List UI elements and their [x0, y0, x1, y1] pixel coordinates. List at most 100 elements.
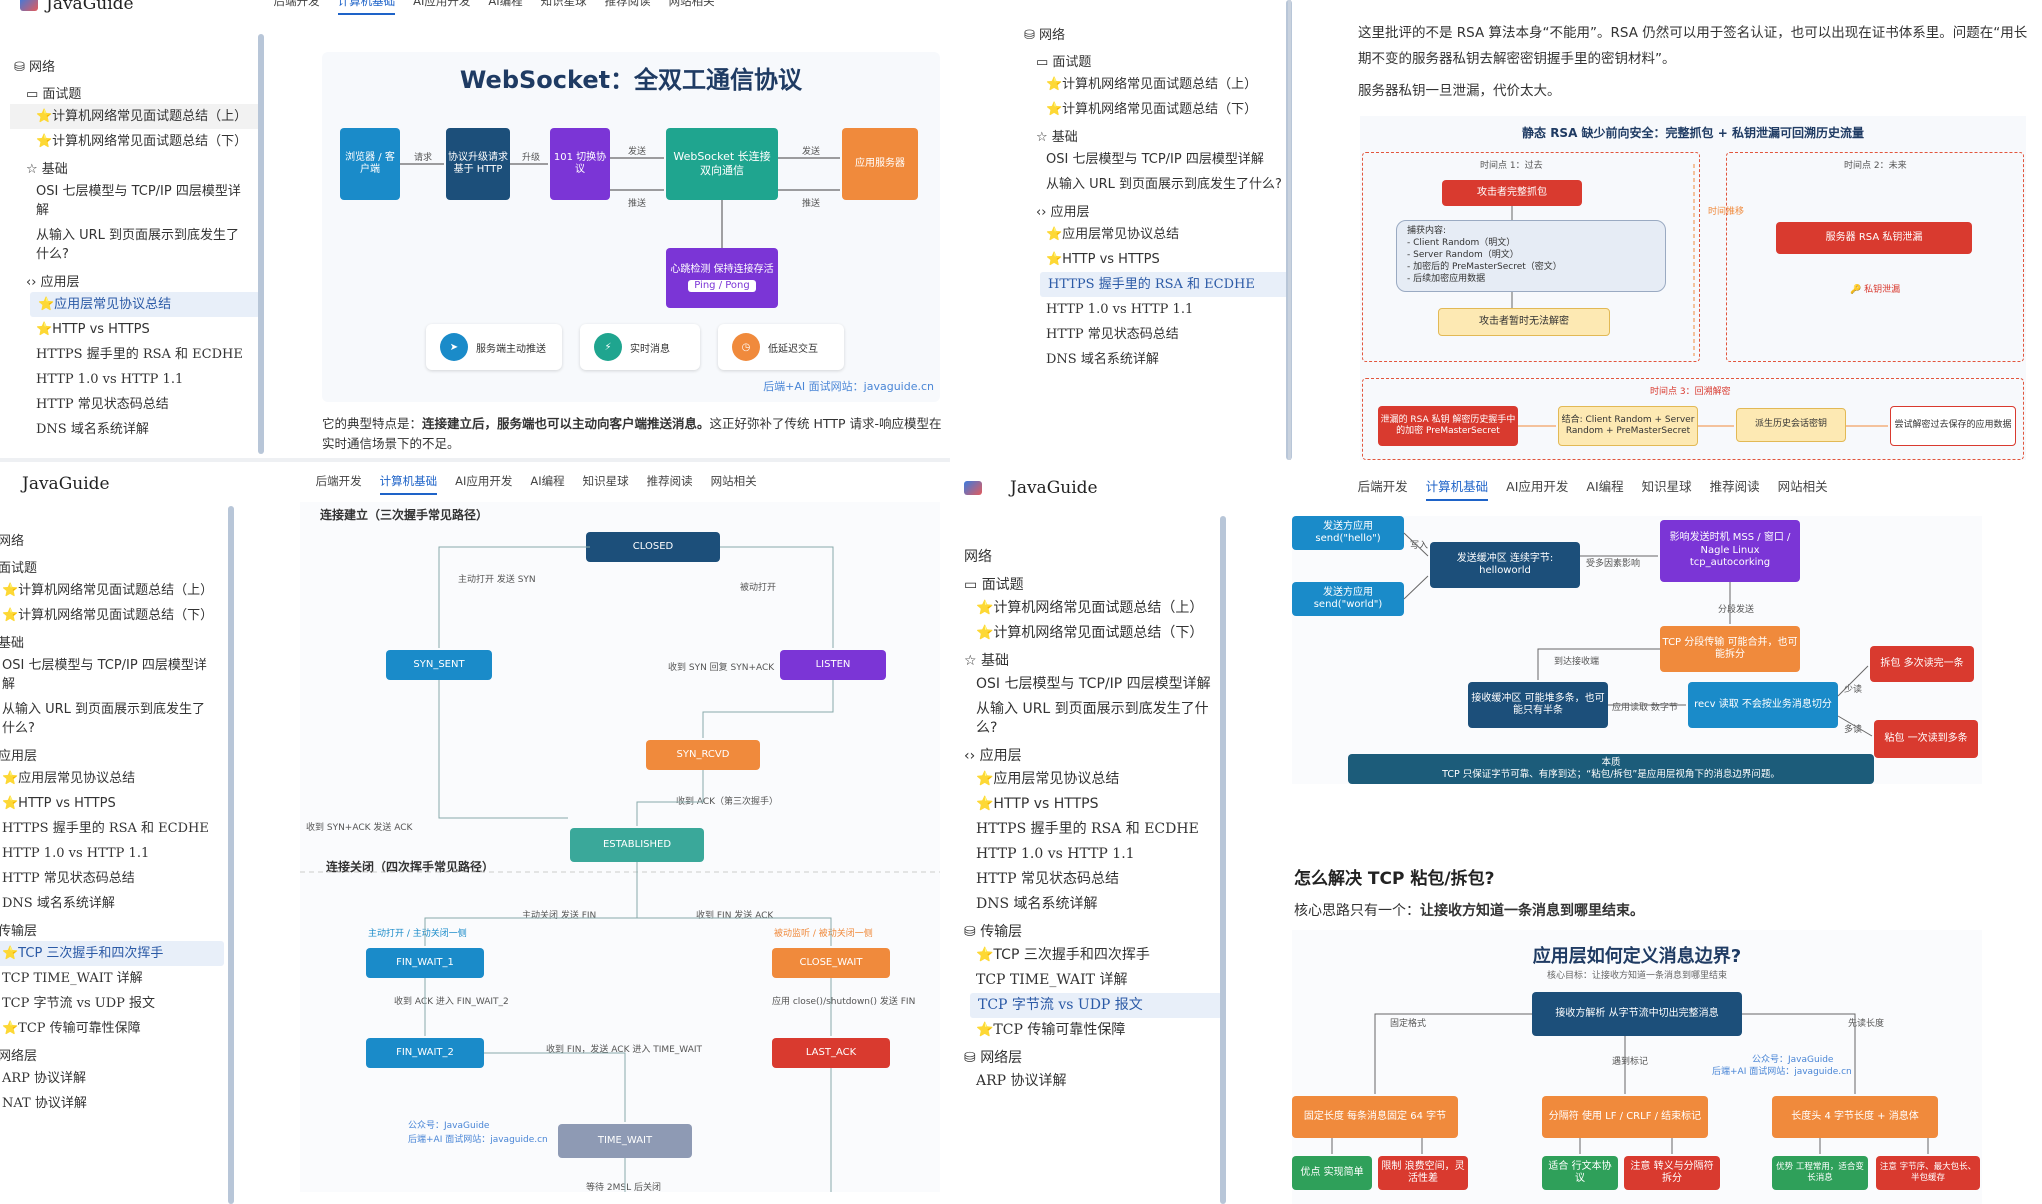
sidebar-item[interactable]: ⭐HTTP vs HTTPS [36, 322, 150, 337]
sidebar-item[interactable]: ⭐TCP 三次握手和四次挥手 [976, 947, 1150, 963]
nav-backend[interactable]: 后端开发 [273, 0, 320, 8]
sidebar-item[interactable]: ARP 协议详解 [976, 1073, 1067, 1089]
rsa-time-1: 时间点 1：过去 [1480, 161, 1543, 171]
sidebar-item[interactable]: HTTPS 握手里的 RSA 和 ECDHE [2, 821, 209, 836]
sidebar-item[interactable]: ⭐应用层常见协议总结 [30, 292, 260, 317]
sidebar-item[interactable]: OSI 七层模型与 TCP/IP 四层模型详解 [976, 676, 1211, 692]
sidebar-item[interactable]: TCP 字节流 vs UDP 报文 [2, 996, 156, 1011]
nav-cs[interactable]: 计算机基础 [337, 0, 396, 15]
sidebar-item[interactable]: ⭐计算机网络常见面试题总结（上） [976, 600, 1204, 616]
sidebar-item[interactable]: NAT 协议详解 [2, 1096, 87, 1111]
sidebar-scrollbar[interactable] [258, 34, 264, 454]
sidebar-item[interactable]: HTTP 1.0 vs HTTP 1.1 [1046, 302, 1194, 317]
sidebar-item[interactable]: 从输入 URL 到页面展示到底发生了什么? [2, 702, 206, 736]
sidebar-item[interactable]: ⭐HTTP vs HTTPS [976, 796, 1099, 812]
sidebar-item[interactable]: TCP TIME_WAIT 详解 [2, 971, 143, 986]
sidebar-item[interactable]: ⭐计算机网络常见面试题总结（下） [976, 625, 1204, 641]
sidebar-group-network[interactable]: 网络 [964, 549, 992, 565]
sidebar-section[interactable]: ‹› 应用层 [1036, 205, 1090, 220]
sidebar-group-network[interactable]: 网络 [0, 534, 25, 549]
sidebar-item[interactable]: ⭐应用层常见协议总结 [1046, 227, 1180, 242]
sidebar-item[interactable]: HTTP 常见状态码总结 [1046, 327, 1179, 342]
sidebar-scrollbar[interactable] [228, 506, 234, 1204]
sidebar-item[interactable]: ⭐计算机网络常见面试题总结（下） [1046, 102, 1258, 117]
nav-planet[interactable]: 知识星球 [582, 474, 629, 488]
sidebar-item[interactable]: ⭐应用层常见协议总结 [2, 771, 136, 786]
tcp-label: 收到 SYN 回复 SYN+ACK [668, 663, 775, 673]
sidebar-item[interactable]: HTTPS 握手里的 RSA 和 ECDHE [1040, 272, 1290, 297]
nav-ai-code[interactable]: AI编程 [530, 474, 565, 488]
sidebar-item[interactable]: DNS 域名系统详解 [1046, 352, 1159, 367]
sidebar-section[interactable]: ▭ 面试题 [964, 577, 1024, 593]
sidebar-section[interactable]: 传输层 [0, 924, 38, 939]
nav-reading[interactable]: 推荐阅读 [604, 0, 651, 8]
nav-backend[interactable]: 后端开发 [315, 474, 362, 488]
sidebar-item[interactable]: OSI 七层模型与 TCP/IP 四层模型详解 [1046, 152, 1264, 167]
nav-site[interactable]: 网站相关 [668, 0, 715, 8]
nav-planet[interactable]: 知识星球 [540, 0, 587, 8]
sidebar-item[interactable]: 从输入 URL 到页面展示到底发生了什么? [1046, 177, 1282, 192]
sidebar-section[interactable]: ☆ 基础 [1036, 130, 1078, 145]
nav-ai-code[interactable]: AI编程 [1586, 478, 1624, 494]
nav-planet[interactable]: 知识星球 [1641, 478, 1692, 494]
sidebar-item[interactable]: ⭐计算机网络常见面试题总结（上） [1046, 77, 1258, 92]
nav-reading[interactable]: 推荐阅读 [1709, 478, 1760, 494]
sidebar-item[interactable]: 从输入 URL 到页面展示到底发生了什么? [36, 228, 240, 262]
nav-ai-app[interactable]: AI应用开发 [455, 474, 513, 488]
sidebar-item[interactable]: DNS 域名系统详解 [36, 422, 149, 437]
sidebar-item[interactable]: HTTPS 握手里的 RSA 和 ECDHE [36, 347, 243, 362]
sidebar-section[interactable]: ▭ 面试题 [1036, 55, 1092, 70]
sidebar-item[interactable]: DNS 域名系统详解 [976, 896, 1098, 912]
sidebar-scrollbar[interactable] [1220, 516, 1226, 1204]
sidebar-item[interactable]: HTTPS 握手里的 RSA 和 ECDHE [976, 821, 1199, 837]
rsa-diagram: 静态 RSA 缺少前向安全：完整抓包 + 私钥泄漏可回溯历史流量 时间点 1：过… [1360, 116, 2026, 460]
sidebar-item[interactable]: ARP 协议详解 [2, 1071, 87, 1086]
sidebar-item[interactable]: ⭐TCP 传输可靠性保障 [2, 1021, 141, 1036]
sidebar-group-network[interactable]: ⛁ 网络 [14, 60, 56, 75]
sidebar-item[interactable]: TCP 字节流 vs UDP 报文 [970, 993, 1222, 1018]
nav-ai-app[interactable]: AI应用开发 [413, 0, 471, 8]
sidebar-item[interactable]: OSI 七层模型与 TCP/IP 四层模型详解 [2, 658, 207, 692]
sidebar-section[interactable]: 网络层 [0, 1049, 38, 1064]
sidebar-item[interactable]: HTTP 1.0 vs HTTP 1.1 [976, 846, 1135, 862]
sidebar-item[interactable]: ⭐计算机网络常见面试题总结（上） [10, 104, 260, 129]
sidebar-section[interactable]: ☆ 基础 [964, 653, 1010, 669]
nav-backend[interactable]: 后端开发 [1357, 478, 1408, 494]
sidebar-item[interactable]: ⭐计算机网络常见面试题总结（下） [36, 134, 248, 149]
nav-ai-code[interactable]: AI编程 [488, 0, 523, 8]
sidebar-item[interactable]: HTTP 1.0 vs HTTP 1.1 [2, 846, 150, 861]
sidebar-item[interactable]: HTTP 1.0 vs HTTP 1.1 [36, 372, 184, 387]
sidebar-section[interactable]: ⛁ 传输层 [964, 924, 1023, 940]
sidebar-item[interactable]: HTTP 常见状态码总结 [2, 871, 135, 886]
sidebar-item[interactable]: ⭐HTTP vs HTTPS [1046, 252, 1160, 267]
sidebar-section[interactable]: 应用层 [0, 749, 38, 764]
sidebar-item[interactable]: 从输入 URL 到页面展示到底发生了什么? [976, 701, 1209, 736]
sidebar-item[interactable]: ⭐TCP 三次握手和四次挥手 [0, 941, 224, 966]
sidebar-item[interactable]: ⭐TCP 传输可靠性保障 [976, 1022, 1126, 1038]
nav-cs[interactable]: 计算机基础 [1425, 476, 1489, 501]
sidebar-item[interactable]: ⭐计算机网络常见面试题总结（上） [2, 583, 214, 598]
nav-cs[interactable]: 计算机基础 [379, 473, 438, 495]
sidebar-item[interactable]: OSI 七层模型与 TCP/IP 四层模型详解 [36, 184, 241, 218]
sidebar-section[interactable]: ▭ 面试题 [26, 87, 82, 102]
sidebar-item[interactable]: HTTP 常见状态码总结 [36, 397, 169, 412]
nav-reading[interactable]: 推荐阅读 [646, 474, 693, 488]
sidebar-section[interactable]: ‹› 应用层 [964, 748, 1022, 764]
tcp-state-fin-wait-2: FIN_WAIT_2 [366, 1038, 484, 1068]
sidebar-item[interactable]: DNS 域名系统详解 [2, 896, 115, 911]
sidebar-item[interactable]: HTTP 常见状态码总结 [976, 871, 1120, 887]
sidebar-section[interactable]: 面试题 [0, 561, 38, 576]
sidebar-item[interactable]: TCP TIME_WAIT 详解 [976, 972, 1128, 988]
sidebar-section[interactable]: ‹› 应用层 [26, 275, 80, 290]
sidebar-group-network[interactable]: ⛁ 网络 [1024, 28, 1066, 43]
sticky-send-1: 发送方应用 send("hello") [1292, 516, 1404, 550]
sidebar-item[interactable]: ⭐应用层常见协议总结 [976, 771, 1120, 787]
sidebar-item[interactable]: ⭐计算机网络常见面试题总结（下） [2, 608, 214, 623]
sidebar-section[interactable]: ☆ 基础 [26, 162, 68, 177]
sidebar-item[interactable]: ⭐HTTP vs HTTPS [2, 796, 116, 811]
sidebar-section[interactable]: 基础 [0, 636, 25, 651]
sidebar-section[interactable]: ⛁ 网络层 [964, 1050, 1023, 1066]
nav-site[interactable]: 网站相关 [1777, 478, 1828, 494]
nav-ai-app[interactable]: AI应用开发 [1506, 478, 1569, 494]
nav-site[interactable]: 网站相关 [710, 474, 757, 488]
